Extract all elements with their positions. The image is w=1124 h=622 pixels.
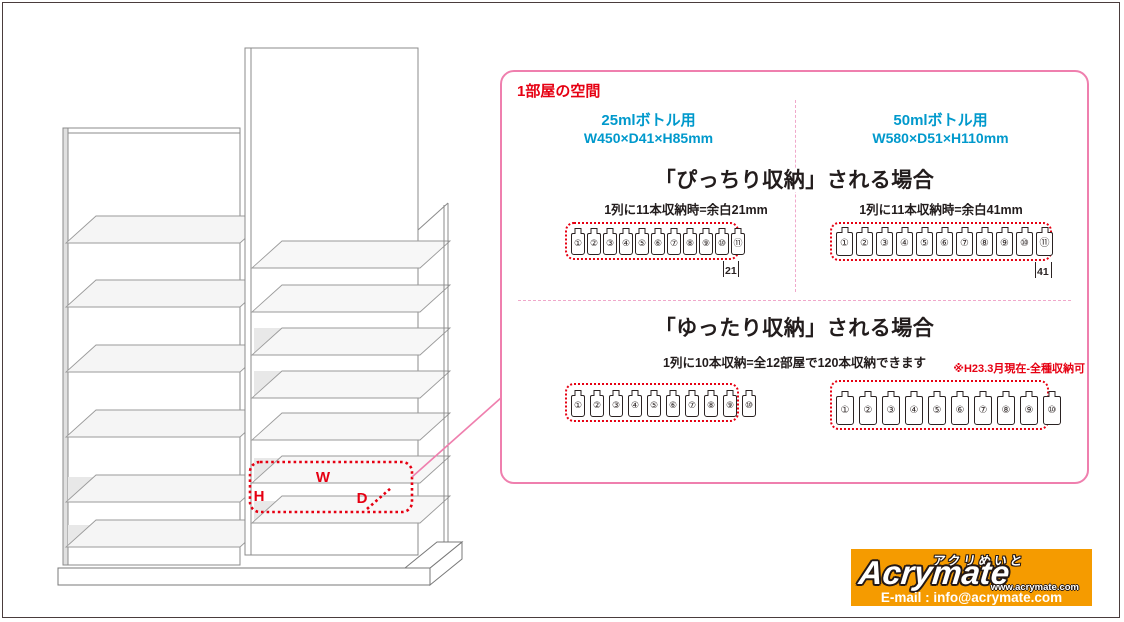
tight-right-caption: 1列に11本収納時=余白41mm <box>859 203 1023 217</box>
logo-email: E-mail : info@acrymate.com <box>880 590 1063 605</box>
right-bay-shelves <box>250 240 452 524</box>
bottle-size-label: W580×D51×H110mm <box>872 130 1009 146</box>
bottle-type-label: 50mlボトル用 <box>893 112 988 129</box>
bottle-icon: ⑧ <box>683 233 697 255</box>
bottle-icon: ⑪ <box>731 233 745 255</box>
width-label: W <box>316 469 331 486</box>
column-header-25ml: 25mlボトル用 W450×D41×H85mm <box>502 112 795 146</box>
loose-storage-heading: 「ゆったり収納」される場合 <box>502 312 1087 342</box>
bottle-icon: ① <box>571 395 585 417</box>
bottle-icon: ② <box>587 233 601 255</box>
right-side-panel <box>417 202 449 560</box>
bottle-icon: ⑤ <box>916 232 933 256</box>
tight-left-caption: 1列に11本収納時=余白21mm <box>604 203 768 217</box>
detail-panel: 1部屋の空間 25mlボトル用 W450×D41×H85mm 50mlボトル用 … <box>500 70 1089 484</box>
bottle-icon: ③ <box>609 395 623 417</box>
bottle-icon: ④ <box>628 395 642 417</box>
bottle-icon: ⑤ <box>928 396 946 425</box>
bottle-icon: ⑨ <box>996 232 1013 256</box>
bottle-icon: ⑥ <box>651 233 665 255</box>
bottle-icon: ⑥ <box>951 396 969 425</box>
bottle-icon: ⑨ <box>1020 396 1038 425</box>
bottle-type-label: 25mlボトル用 <box>601 112 696 129</box>
bottle-icon: ⑩ <box>715 233 729 255</box>
gap-measure-41mm: 41 <box>1035 262 1052 278</box>
bottle-icon: ⑥ <box>666 395 680 417</box>
column-divider <box>795 100 796 292</box>
bottle-icon: ② <box>859 396 877 425</box>
bottle-icon: ⑧ <box>976 232 993 256</box>
bottle-icon: ⑨ <box>723 395 737 417</box>
compartment-highlight: W H D <box>248 460 414 514</box>
bottle-icon: ④ <box>619 233 633 255</box>
bottle-icon: ③ <box>876 232 893 256</box>
base-plinth <box>57 540 464 587</box>
leader-line <box>411 396 503 478</box>
left-bay-shelves <box>64 215 272 548</box>
section-divider <box>518 300 1071 301</box>
bottle-icon: ② <box>590 395 604 417</box>
bottle-icon: ③ <box>603 233 617 255</box>
bottle-icon: ⑩ <box>1043 396 1061 425</box>
logo-brand-name: Acrymate <box>857 554 1012 591</box>
column-header-50ml: 50mlボトル用 W580×D51×H110mm <box>794 112 1087 146</box>
bottle-icon: ① <box>836 396 854 425</box>
bottle-icon: ⑨ <box>699 233 713 255</box>
loose-caption: 1列に10本収納=全12部屋で120本収納できます <box>663 356 926 370</box>
acrymate-logo: アクリめいと Acrymate www.acrymate.com E-mail … <box>851 549 1092 606</box>
bottle-icon: ⑤ <box>635 233 649 255</box>
bottle-icon: ⑧ <box>704 395 718 417</box>
logo-website-url: www.acrymate.com <box>990 582 1079 593</box>
gap-measure-21mm: 21 <box>723 261 739 277</box>
bottle-icon: ④ <box>896 232 913 256</box>
tight-storage-heading: 「ぴっちり収納」される場合 <box>502 164 1087 194</box>
bottle-icon: ⑦ <box>685 395 699 417</box>
bottle-icon: ⑩ <box>742 395 756 417</box>
bottle-size-label: W450×D41×H85mm <box>583 130 714 146</box>
bottle-icon: ⑦ <box>667 233 681 255</box>
bottle-icon: ⑥ <box>936 232 953 256</box>
bottle-icon: ① <box>571 233 585 255</box>
panel-title: 1部屋の空間 <box>517 83 601 100</box>
bottle-icon: ② <box>856 232 873 256</box>
depth-label: D <box>357 490 368 507</box>
bottle-icon: ⑦ <box>974 396 992 425</box>
shelf-unit-drawing: W H D <box>57 47 464 587</box>
bottle-icon: ⑦ <box>956 232 973 256</box>
availability-note: ※H23.3月現在-全種収納可 <box>953 363 1085 375</box>
bottle-icon: ① <box>836 232 853 256</box>
bottle-icon: ⑩ <box>1016 232 1033 256</box>
height-label: H <box>254 488 265 505</box>
bottle-icon: ⑤ <box>647 395 661 417</box>
bottle-icon: ⑧ <box>997 396 1015 425</box>
bottle-icon: ⑪ <box>1036 232 1053 256</box>
bottle-icon: ③ <box>882 396 900 425</box>
bottle-icon: ④ <box>905 396 923 425</box>
